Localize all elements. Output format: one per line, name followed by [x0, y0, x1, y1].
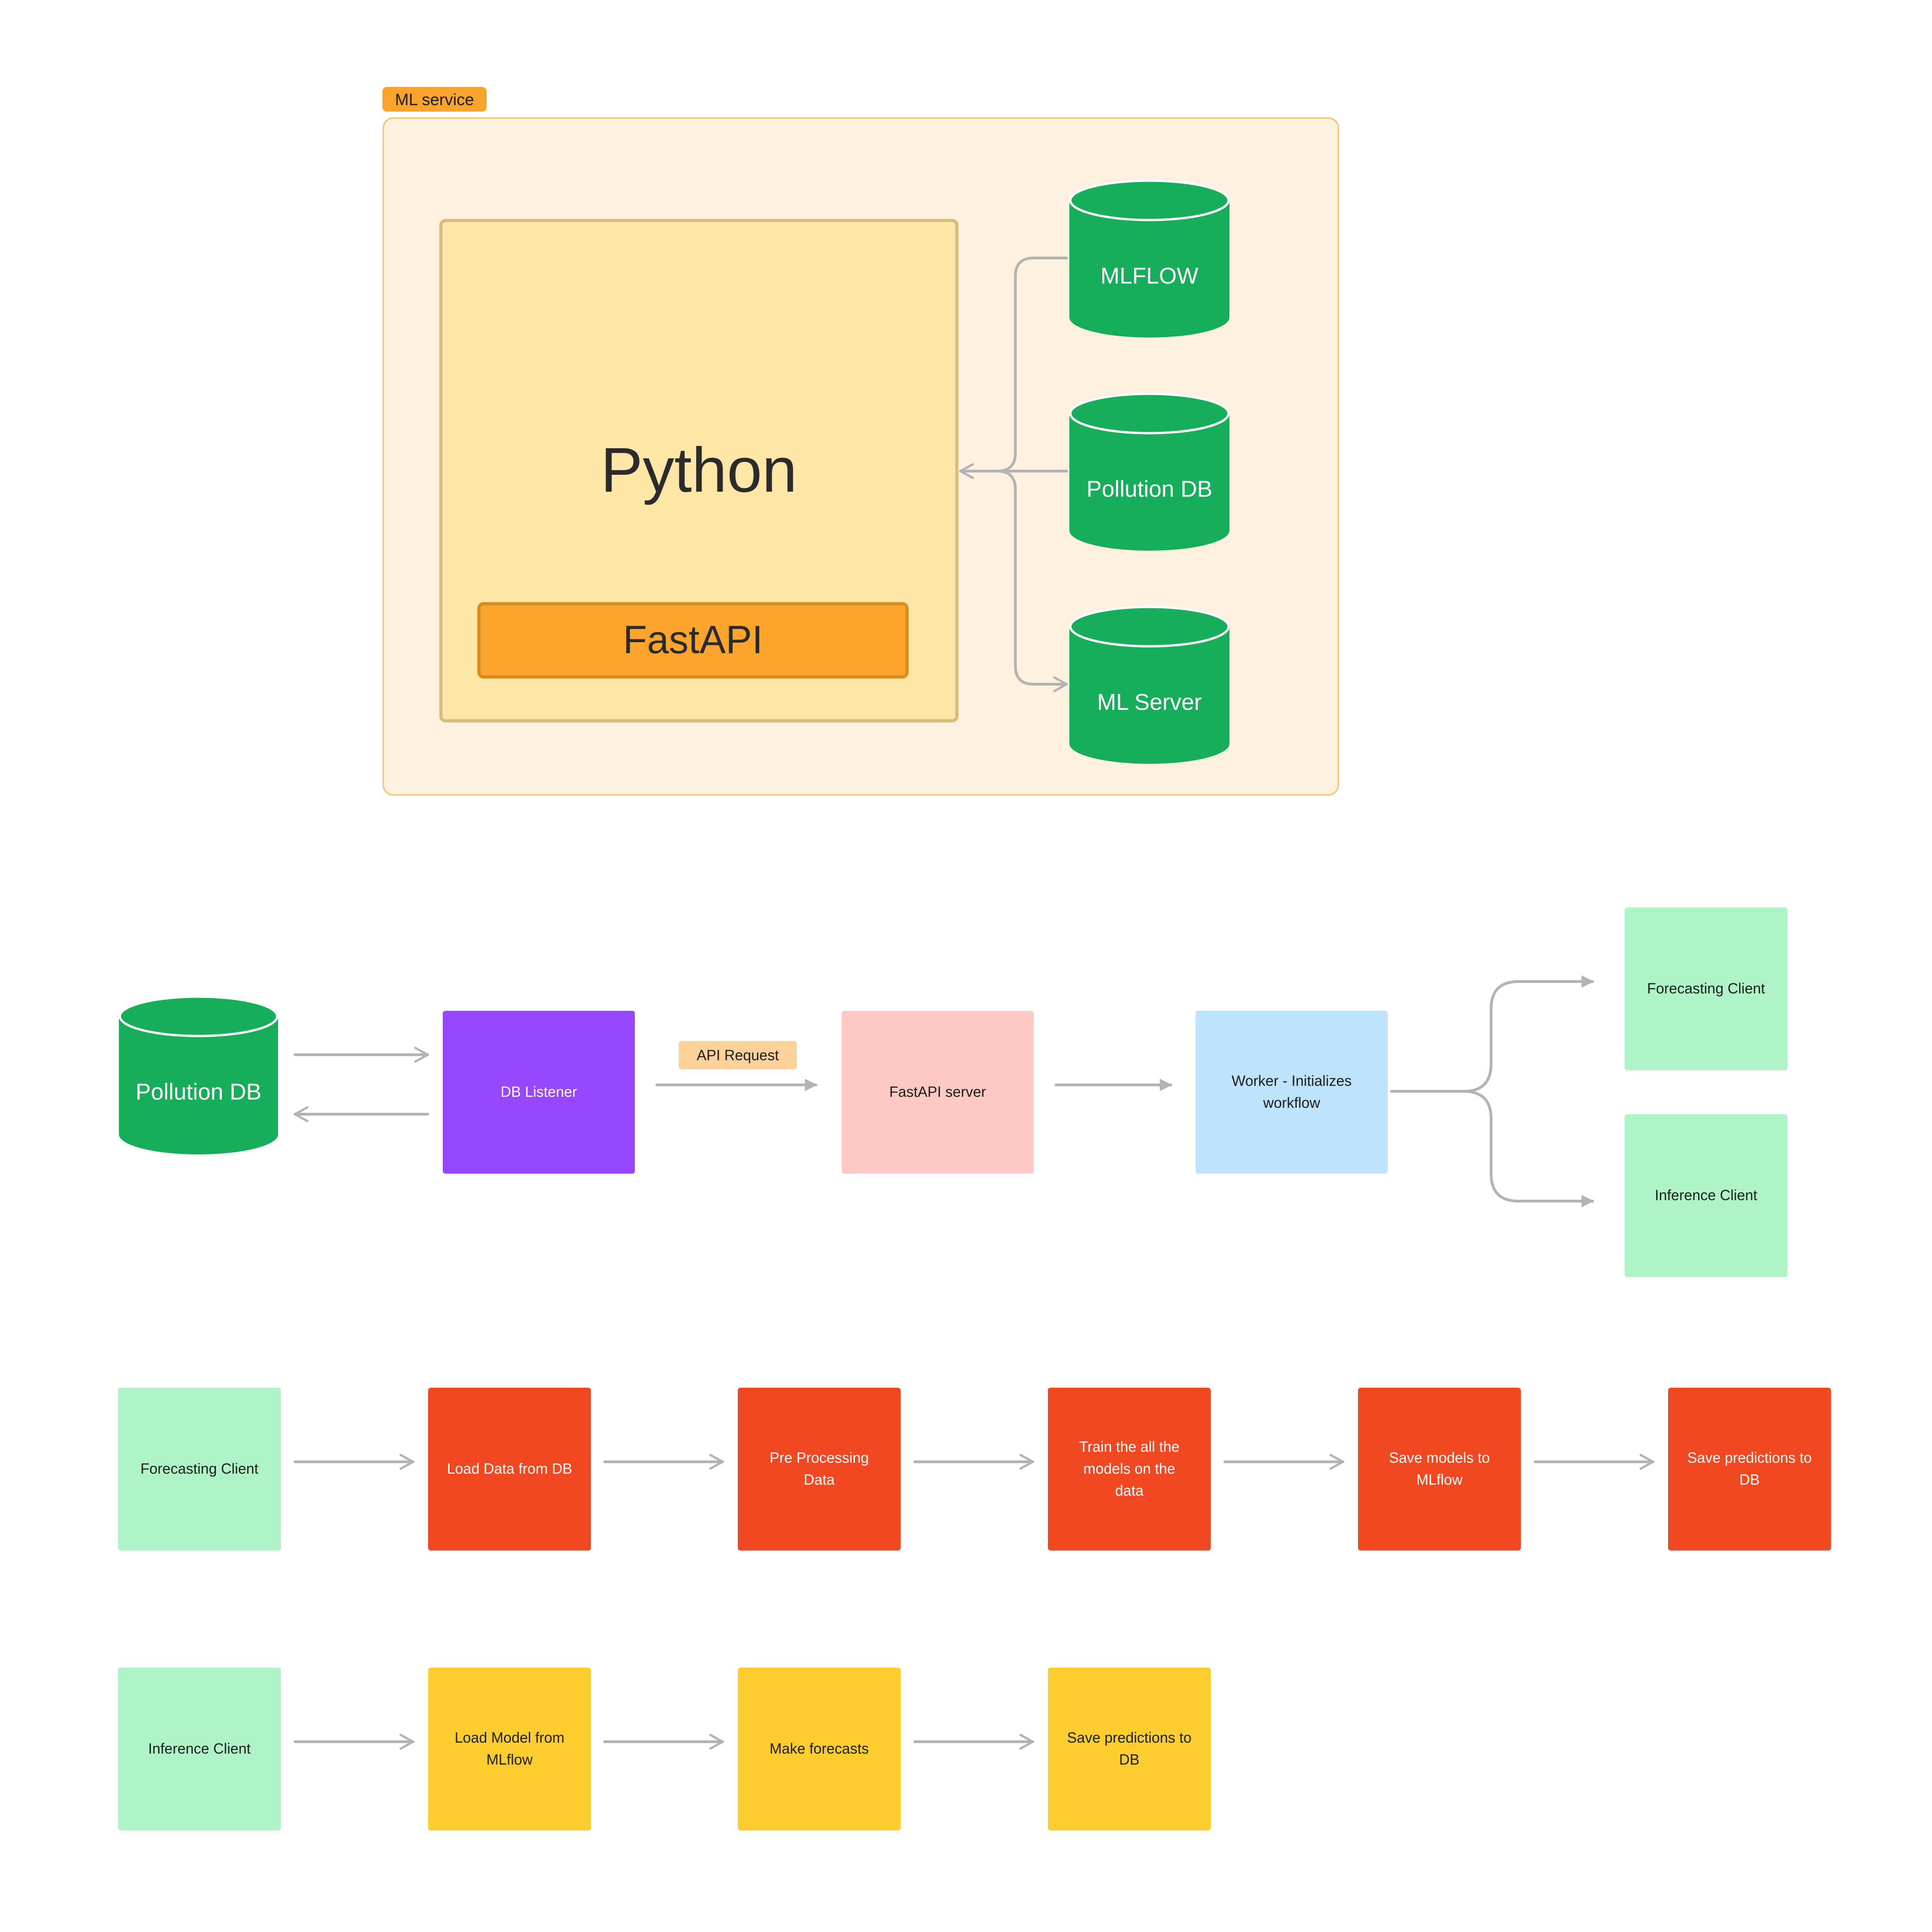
fp-save-models-line2: MLflow: [1416, 1471, 1463, 1488]
fp-save-predictions-line2: DB: [1739, 1471, 1760, 1488]
ip-inference-client[interactable]: Inference Client: [118, 1668, 281, 1830]
worker-label-line1: Worker - Initializes: [1232, 1073, 1352, 1089]
fastapi-label: FastAPI: [623, 618, 763, 662]
fp-load-data-step[interactable]: Load Data from DB: [428, 1388, 591, 1551]
db-mlflow-label: MLFLOW: [1100, 263, 1199, 289]
flow-forecasting-client[interactable]: Forecasting Client: [1625, 907, 1787, 1070]
flow-inference-client[interactable]: Inference Client: [1625, 1114, 1787, 1277]
api-request-tag: API Request: [679, 1041, 797, 1069]
ip-save-predictions-line2: DB: [1119, 1751, 1139, 1768]
fp-save-predictions-line1: Save predictions to: [1687, 1449, 1812, 1466]
fp-preprocessing-step[interactable]: Pre Processing Data: [738, 1388, 901, 1551]
ip-load-model-step[interactable]: Load Model from MLflow: [428, 1668, 591, 1830]
db-listener-label: DB Listener: [500, 1084, 577, 1100]
flow-pollution-db[interactable]: Pollution DB: [118, 995, 279, 1154]
fp-forecasting-client[interactable]: Forecasting Client: [118, 1388, 281, 1551]
flow-pollution-db-label: Pollution DB: [135, 1079, 261, 1105]
fp-preprocessing-line2: Data: [804, 1471, 835, 1488]
ml-service-tag-bg: [382, 87, 487, 112]
fp-train-line3: data: [1115, 1482, 1143, 1499]
db-listener-box[interactable]: DB Listener: [443, 1011, 635, 1174]
fp-save-models-line1: Save models to: [1389, 1449, 1490, 1466]
inference-pipeline: Inference Client Load Model from MLflow …: [118, 1668, 1211, 1830]
flow-forecasting-client-label: Forecasting Client: [1647, 980, 1765, 997]
ml-service-connectors: [959, 257, 1068, 692]
db-pollution-label: Pollution DB: [1086, 476, 1212, 502]
ip-save-predictions-line1: Save predictions to: [1067, 1729, 1191, 1746]
api-request-label: API Request: [697, 1047, 779, 1063]
python-box[interactable]: [439, 219, 959, 723]
db-pollution[interactable]: Pollution DB: [1069, 392, 1230, 551]
fp-train-line1: Train the all the: [1079, 1438, 1179, 1455]
ip-load-model-line2: MLflow: [486, 1751, 533, 1768]
db-ml-server[interactable]: ML Server: [1069, 606, 1230, 764]
fp-train-step[interactable]: Train the all the models on the data: [1048, 1388, 1211, 1551]
ip-save-predictions-step[interactable]: Save predictions to DB: [1048, 1668, 1211, 1830]
flow-connectors: [294, 975, 1594, 1208]
ip-inference-client-label: Inference Client: [148, 1740, 251, 1757]
ip-make-forecasts-step[interactable]: Make forecasts: [738, 1668, 901, 1830]
db-mlflow[interactable]: MLFLOW: [1069, 179, 1230, 338]
fp-train-line2: models on the: [1083, 1460, 1175, 1477]
fp-forecasting-client-label: Forecasting Client: [140, 1460, 258, 1477]
fastapi-server-box[interactable]: FastAPI server: [842, 1011, 1034, 1174]
forecasting-pipeline: Forecasting Client Load Data from DB Pre…: [118, 1388, 1831, 1551]
flow-inference-client-label: Inference Client: [1655, 1187, 1757, 1203]
fp-save-predictions-step[interactable]: Save predictions to DB: [1668, 1388, 1831, 1551]
system-flow-section: Pollution DB DB Listener API Request Fas…: [118, 907, 1787, 1277]
fastapi-box[interactable]: [477, 602, 909, 679]
ip-make-forecasts-label: Make forecasts: [770, 1740, 869, 1757]
fp-load-data-label: Load Data from DB: [447, 1460, 572, 1477]
ml-service-tag: ML service: [395, 90, 474, 109]
python-label: Python: [601, 435, 797, 505]
ml-service-section: ML service Python FastAPI MLFLOW Polluti…: [382, 87, 1339, 796]
fastapi-server-label: FastAPI server: [889, 1084, 986, 1100]
worker-box[interactable]: Worker - Initializes workflow: [1196, 1011, 1388, 1174]
ip-load-model-line1: Load Model from: [455, 1729, 564, 1746]
fp-preprocessing-line1: Pre Processing: [770, 1449, 869, 1466]
worker-label-line2: workflow: [1263, 1095, 1320, 1111]
db-ml-server-label: ML Server: [1097, 689, 1202, 715]
fp-save-models-step[interactable]: Save models to MLflow: [1358, 1388, 1521, 1551]
